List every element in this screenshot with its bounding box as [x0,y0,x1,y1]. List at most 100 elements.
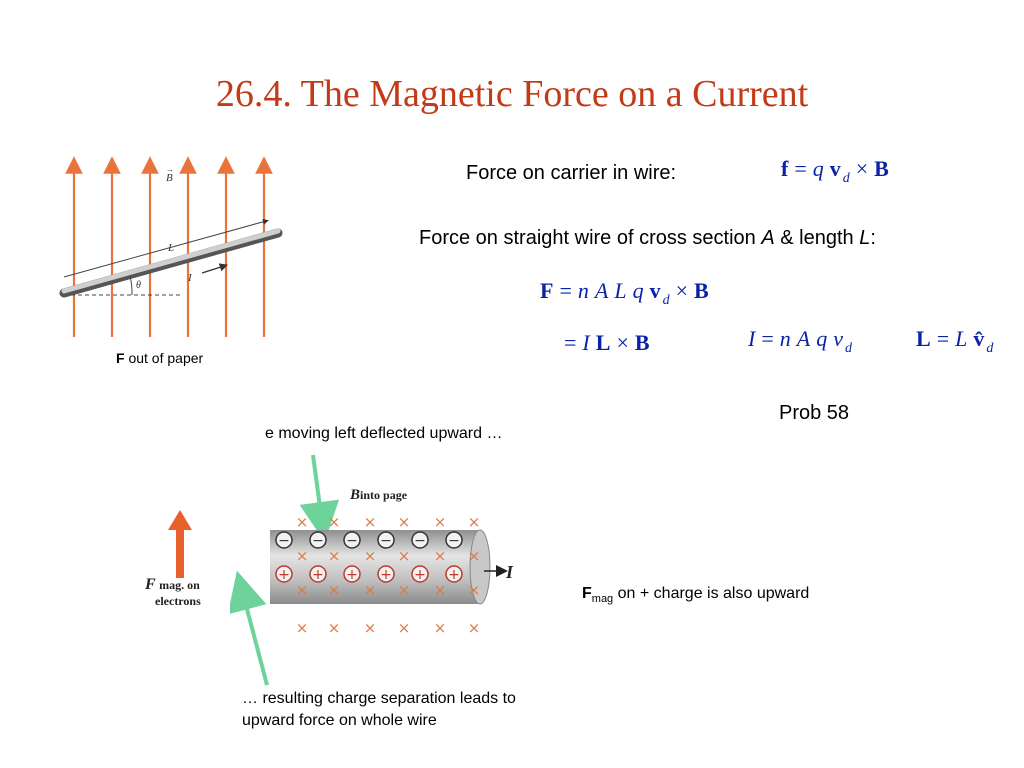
field-cross-mark: × [468,547,481,565]
positive-charge-sign: + [346,567,358,583]
field-label: Binto page [350,486,407,504]
note-positive-charge-force: Fmag on + charge is also upward [582,585,810,605]
field-cross-mark: × [296,547,309,565]
left-figure-caption: F out of paper [116,350,203,366]
wire-end [469,529,491,605]
angle-arc [129,275,133,296]
force-label-sub1: mag. on [159,578,200,592]
eq-symbol-f: f [781,156,789,181]
positive-charges: ++++++ [275,565,463,583]
field-cross-mark: × [296,513,309,531]
negative-charge-circle [411,531,429,549]
positive-charge-sign: + [448,567,460,583]
eq-symbol-a: A [594,278,609,303]
charge-separation-figure: I ×××××××××××××××××××××××× −−−−−− ++++++ [270,513,514,637]
eq-subscript-d: d [986,341,994,356]
eq-symbol-l: L [595,330,611,355]
force-carrier-label: Force on carrier in wire: [466,162,677,184]
negative-charge-sign: − [278,533,290,549]
eq-symbol-l: L [614,278,627,303]
note-force-subscript: mag [591,593,614,605]
eq-symbol-n: n [577,278,589,303]
field-cross-mark: × [364,547,377,565]
force-wire-label-a: A [761,227,775,249]
field-cross-mark: × [296,619,309,637]
wire-in-field-figure: B → L I θ [59,156,283,337]
field-label-sub: into page [360,488,408,502]
field-cross-mark: × [398,619,411,637]
field-cross-mark: × [364,581,377,599]
force-carrier-equation: f = q v d × B [781,156,889,186]
negative-charge-sign: − [414,533,426,549]
field-cross-mark: × [468,619,481,637]
negative-charge-circle [445,531,463,549]
eq-symbol-q: q [632,278,644,303]
eq-symbol-q: q [816,326,828,351]
force-label-symbol: F [145,576,156,593]
positive-charge-circle [445,565,463,583]
eq-symbol-l-scalar: L [955,326,968,351]
negative-charge-circle [309,531,327,549]
negative-charge-circle [343,531,361,549]
field-cross-mark: × [468,513,481,531]
force-wire-equation: F = n A L q v d × B [540,278,709,308]
note-electron-deflection: e moving left deflected upward … [265,425,503,442]
eq-equals: = [794,156,807,181]
current-label-i: I [187,272,193,284]
note-force-text: on + charge is also upward [613,585,810,602]
eq-symbol-b: B [874,156,889,181]
negative-charge-sign: − [312,533,324,549]
negative-charge-sign: − [448,533,460,549]
field-cross-mark: × [434,581,447,599]
force-arrow-up [168,510,192,578]
slide-title: 26.4. The Magnetic Force on a Current [215,73,809,115]
eq-symbol-a: A [796,326,811,351]
field-cross-mark: × [434,619,447,637]
negative-charge-sign: − [380,533,392,549]
negative-charges: −−−−−− [275,531,463,549]
eq-symbol-v: v [649,278,661,303]
eq-symbol-i: I [748,326,756,351]
pointer-arrow-electrons [299,454,340,542]
positive-charge-circle [377,565,395,583]
field-crosses: ×××××××××××××××××××××××× [296,513,481,637]
current-definition-equation: I = n A q v d [748,326,852,356]
negative-charge-circle [377,531,395,549]
eq-cross: × [616,330,629,355]
force-wire-label: Force on straight wire of cross section … [419,227,876,250]
length-vector-equation: L = L v̂ d [916,326,993,356]
eq-symbol-v: v [833,326,843,351]
positive-charge-sign: + [380,567,392,583]
field-cross-mark: × [328,513,341,531]
eq-cross: × [855,156,869,181]
length-label-l: L [167,242,174,254]
caption-force-symbol: F [116,350,125,366]
field-cross-mark: × [398,547,411,565]
force-label-sub2: electrons [155,594,201,608]
length-dimension-line [63,218,269,278]
positive-charge-sign: + [414,567,426,583]
field-cross-mark: × [398,513,411,531]
field-cross-mark: × [434,513,447,531]
eq-symbol-n: n [779,326,791,351]
field-cross-mark: × [468,581,481,599]
eq-symbol-q: q [812,156,824,181]
eq-symbol-v: v [829,156,841,181]
field-cross-mark: × [364,619,377,637]
force-wire-label-end: : [870,227,876,249]
eq-symbol-f: F [540,278,554,303]
force-wire-label-l: L [859,227,871,249]
negative-charge-sign: − [346,533,358,549]
pointer-arrow-force [230,570,269,686]
wire-rod [59,228,283,298]
positive-charge-circle [411,565,429,583]
eq-symbol-v-hat: v̂ [973,326,985,351]
eq-equals: = [936,326,950,351]
eq-symbol-b: B [634,330,650,355]
field-cross-mark: × [328,619,341,637]
eq-subscript-d: d [662,293,670,308]
field-cross-mark: × [398,581,411,599]
field-cross-mark: × [328,581,341,599]
force-wire-label-mid: & length [774,227,860,249]
